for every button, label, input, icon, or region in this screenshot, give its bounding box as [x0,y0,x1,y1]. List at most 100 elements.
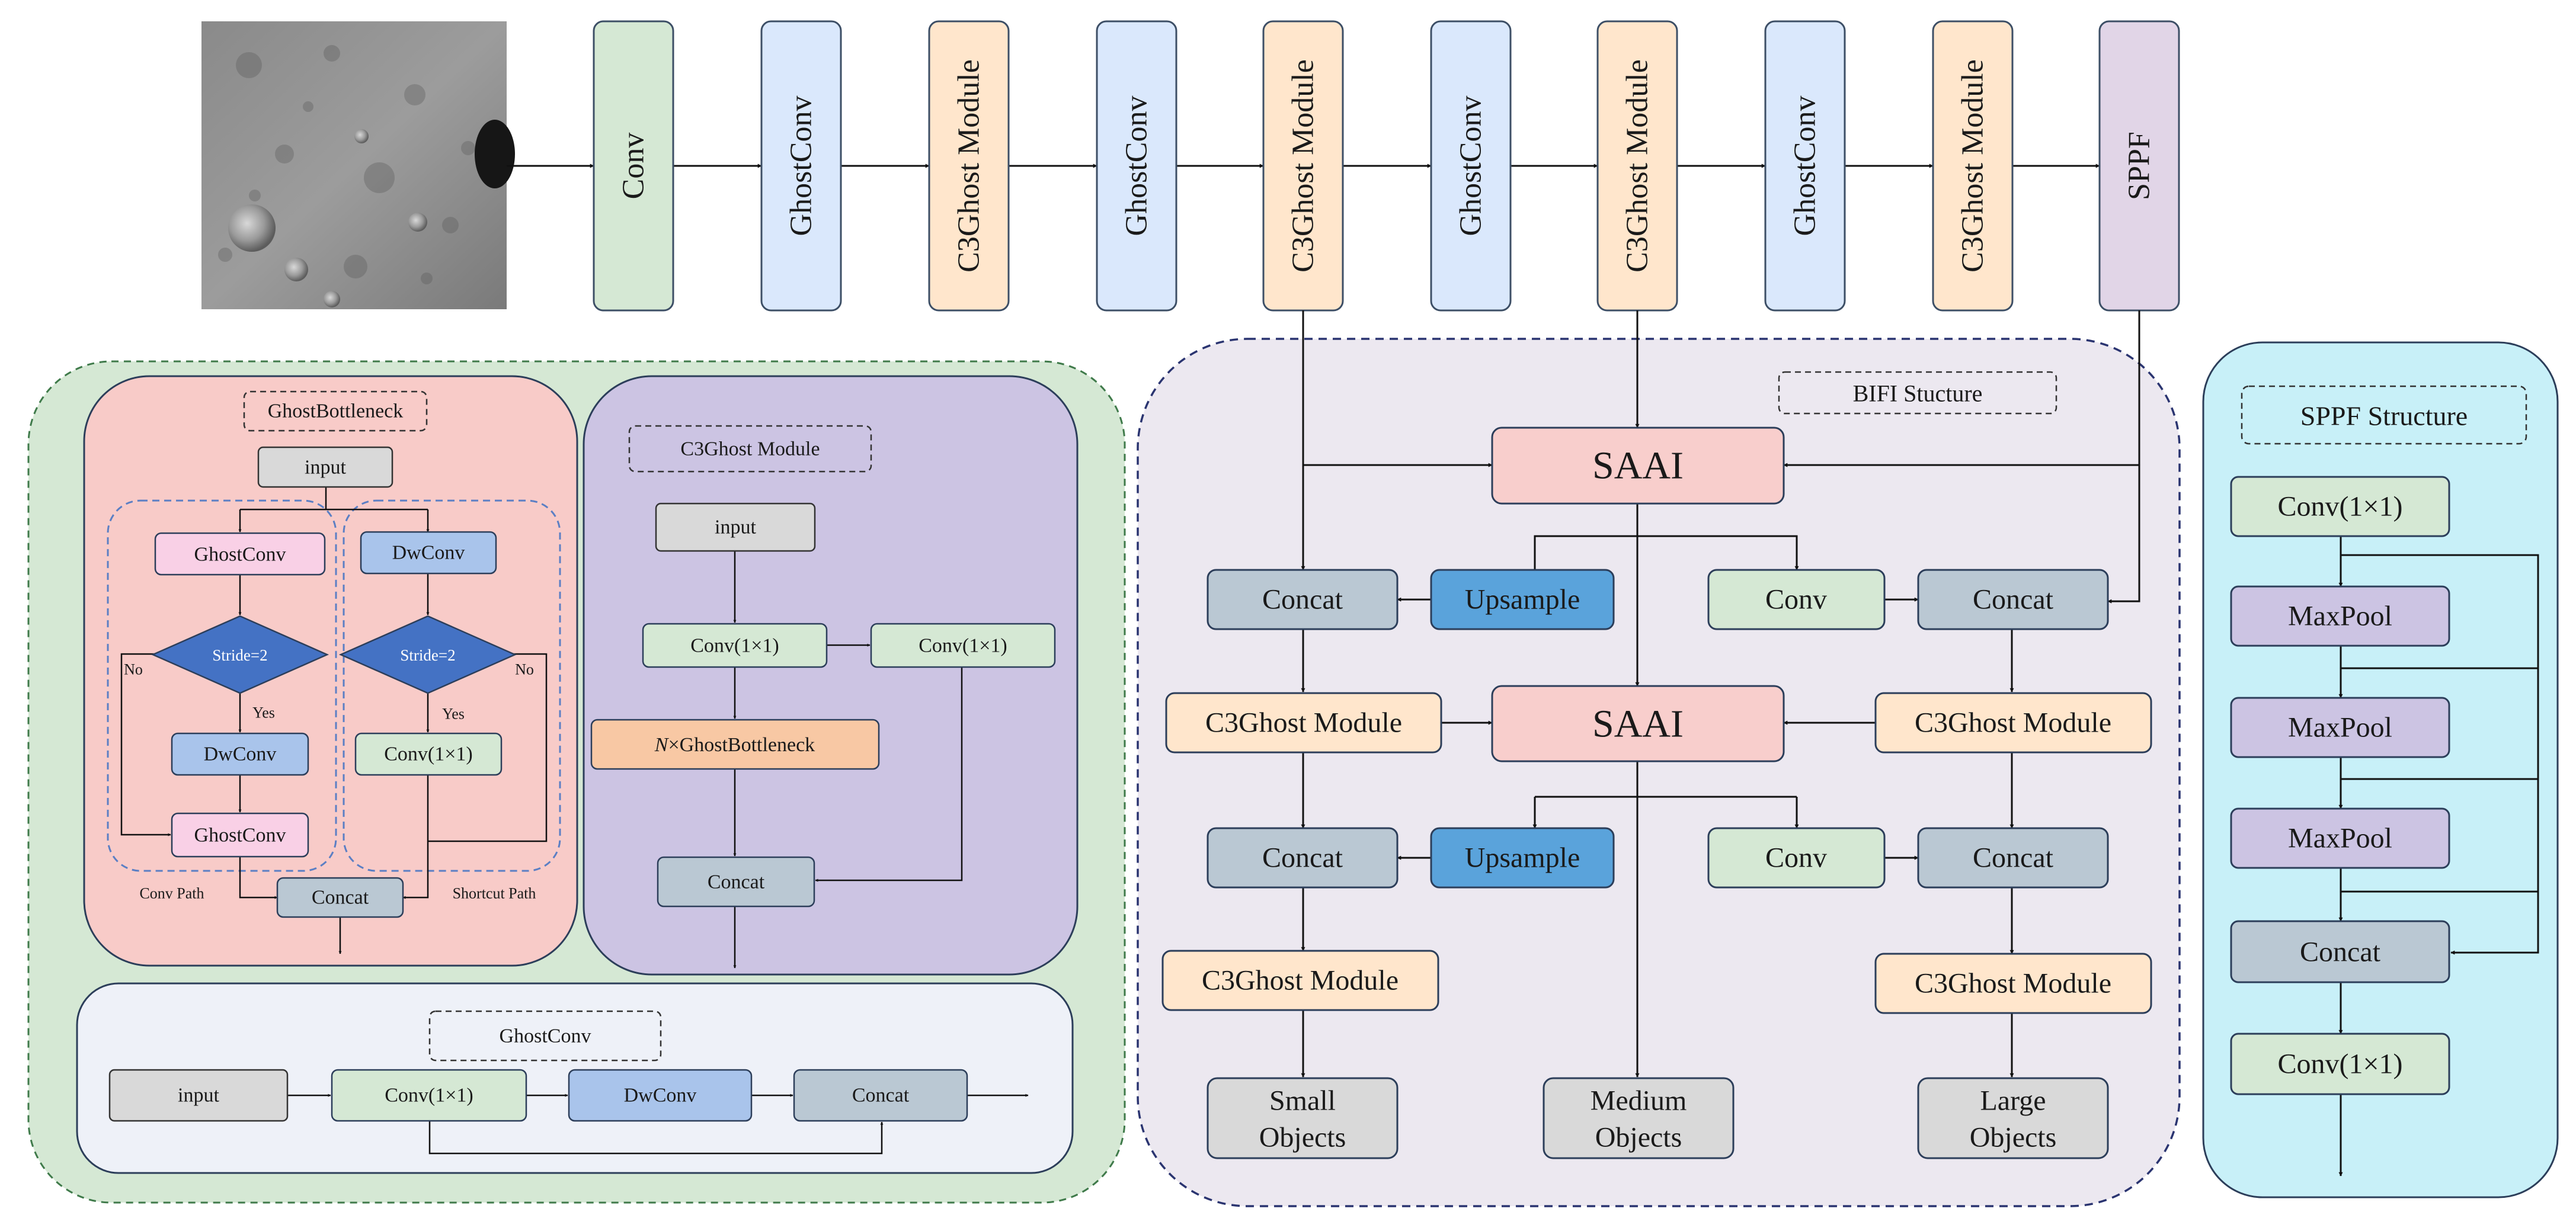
bifi-concat-left-1: Concat [1207,569,1399,630]
svg-text:input: input [715,517,756,539]
bifi-title: BIFI Stucture [1853,380,1983,407]
gb-dwconv-top-node: DwConv [360,531,497,575]
svg-text:Stride=2: Stride=2 [400,646,455,664]
c3-input-node: input [655,502,816,552]
saai-top-node: SAAI [1491,427,1785,505]
svg-text:Conv(1×1): Conv(1×1) [690,635,779,657]
svg-text:Concat: Concat [1262,842,1343,874]
shortcut-path-label: Shortcut Path [453,885,536,902]
svg-text:input: input [305,457,346,479]
svg-text:C3Ghost Module: C3Ghost Module [1202,965,1399,996]
gb-right-stride-decision: Stride=2 [338,615,517,694]
bifi-upsample-1: Upsample [1430,569,1615,630]
sppf-conv-top: Conv(1×1) [2230,476,2450,537]
svg-text:Large: Large [1980,1085,2046,1117]
bifi-c3ghost-left-2: C3Ghost Module [1161,950,1439,1011]
svg-text:SAAI: SAAI [1592,444,1684,488]
svg-text:SPPF: SPPF [2123,132,2156,200]
svg-text:DwConv: DwConv [204,743,277,765]
bifi-c3ghost-left-1: C3Ghost Module [1165,692,1442,754]
c3ghost-panel: C3Ghost Module input Conv(1×1) Conv(1×1) [583,375,1079,976]
small-objects-output: Small Objects [1207,1077,1399,1159]
ghost-modules-panel: GhostBottleneck inp [27,360,1126,1204]
sppf-panel: SPPF Structure Conv(1×1) MaxPool MaxPool [2202,341,2559,1198]
bifi-c3ghost-right-2: C3Ghost Module [1874,953,2152,1014]
lunar-surface-image [201,21,515,309]
svg-text:Upsample: Upsample [1465,842,1580,874]
bifi-conv-right-2: Conv [1707,827,1886,889]
svg-text:Conv(1×1): Conv(1×1) [2277,1049,2402,1080]
backbone-conv: Conv [593,20,674,312]
backbone-chain: Conv GhostConv C3Ghost Module GhostConv … [507,20,2180,312]
bifi-concat-right-1: Concat [1917,569,2109,630]
backbone-c3ghost-3: C3Ghost Module [1596,20,1678,312]
gb-left-no-label: No [124,661,143,678]
svg-text:Concat: Concat [1973,842,2054,874]
svg-text:GhostConv: GhostConv [194,544,286,566]
backbone-c3ghost-4: C3Ghost Module [1932,20,2014,312]
svg-text:MaxPool: MaxPool [2288,712,2392,743]
svg-text:Concat: Concat [852,1085,910,1107]
bifi-conv-right-1: Conv [1707,569,1886,630]
sppf-title: SPPF Structure [2300,401,2468,431]
medium-objects-output: Medium Objects [1543,1077,1735,1159]
svg-text:GhostConv: GhostConv [1788,96,1822,236]
backbone-ghostconv-1: GhostConv [760,20,842,312]
svg-text:GhostConv: GhostConv [1120,96,1154,236]
backbone-ghostconv-2: GhostConv [1096,20,1177,312]
svg-text:Medium: Medium [1591,1085,1687,1117]
gb-right-yes-label: Yes [442,706,465,723]
svg-text:Concat: Concat [312,887,369,909]
gb-right-no-label: No [515,661,534,678]
backbone-ghostconv-4: GhostConv [1764,20,1846,312]
bifi-concat-left-2: Concat [1207,827,1399,889]
backbone-sppf: SPPF [2098,20,2180,312]
svg-text:Conv(1×1): Conv(1×1) [385,1085,473,1107]
svg-text:C3Ghost Module: C3Ghost Module [1915,707,2111,739]
svg-text:C3Ghost Module: C3Ghost Module [1205,707,1402,739]
svg-text:Concat: Concat [2300,937,2381,968]
bifi-concat-right-2: Concat [1917,827,2109,889]
svg-text:DwConv: DwConv [392,542,465,564]
sppf-conv-bottom: Conv(1×1) [2230,1033,2450,1095]
gb-conv1x1-node: Conv(1×1) [354,732,503,776]
svg-text:GhostConv: GhostConv [785,96,818,236]
sppf-maxpool-2: MaxPool [2230,697,2450,758]
sppf-concat: Concat [2230,920,2450,983]
bifi-c3ghost-right-1: C3Ghost Module [1874,692,2152,754]
ghostconv-title: GhostConv [500,1025,591,1047]
svg-text:Conv(1×1): Conv(1×1) [919,635,1007,657]
svg-text:Conv: Conv [1765,584,1827,616]
gb-ghostconv-top-node: GhostConv [154,532,326,576]
ghost-bottleneck-panel: GhostBottleneck inp [83,375,578,967]
ghostconv-panel: GhostConv input Conv(1×1) DwConv [76,982,1074,1174]
backbone-c3ghost-1: C3Ghost Module [928,20,1010,312]
c3-conv-b-node: Conv(1×1) [870,623,1056,668]
svg-text:Objects: Objects [1970,1122,2057,1153]
svg-text:GhostConv: GhostConv [194,825,286,847]
gc-input-node: input [108,1069,289,1122]
gc-dwconv-node: DwConv [568,1069,753,1122]
svg-text:C3Ghost Module: C3Ghost Module [1287,59,1320,273]
backbone-ghostconv-3: GhostConv [1430,20,1512,312]
svg-text:Objects: Objects [1259,1122,1346,1153]
svg-text:Stride=2: Stride=2 [212,646,267,664]
bifi-panel: BIFI Stucture [1137,310,2181,1207]
svg-text:C3Ghost Module: C3Ghost Module [1915,968,2111,999]
conv-path-label: Conv Path [139,885,204,902]
svg-text:C3Ghost Module: C3Ghost Module [1956,59,1990,273]
svg-text:Objects: Objects [1595,1122,1682,1153]
svg-text:Conv(1×1): Conv(1×1) [2277,491,2402,523]
gc-concat-node: Concat [793,1069,968,1122]
bifi-connectors [1301,310,2140,1078]
svg-text:Concat: Concat [1262,584,1343,616]
ghost-bottleneck-title: GhostBottleneck [268,400,404,422]
svg-text:Conv(1×1): Conv(1×1) [384,743,473,765]
svg-text:C3Ghost Module: C3Ghost Module [1621,59,1655,273]
svg-text:Small: Small [1269,1085,1336,1117]
svg-text:N×GhostBottleneck: N×GhostBottleneck [654,734,815,756]
svg-text:MaxPool: MaxPool [2288,823,2392,854]
backbone-c3ghost-2: C3Ghost Module [1262,20,1344,312]
c3-conv-a-node: Conv(1×1) [642,623,828,668]
gb-left-yes-label: Yes [252,704,275,722]
